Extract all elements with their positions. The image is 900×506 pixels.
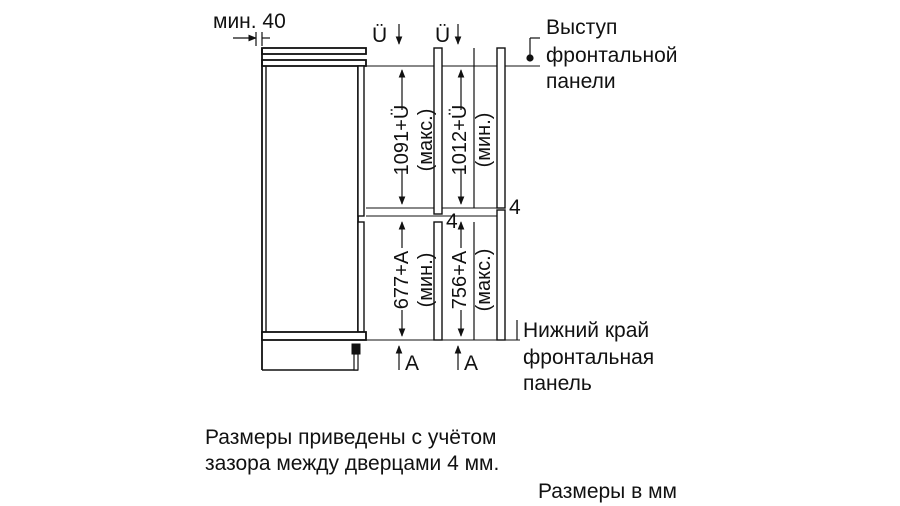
upper-door-panel [357,65,365,217]
svg-text:677+A: 677+A [391,250,413,309]
appliance-side-view [261,47,367,371]
lower-right-dimension-text: 756+A (макс.) [449,249,495,312]
overhang-callout-dot [526,54,534,62]
top-plate [261,47,367,55]
bottom-symbol-right: A [464,352,478,375]
gap-symbol-left: Ü [372,24,387,47]
bottom-symbol-left: A [405,352,419,375]
furniture-door-rails [433,47,506,341]
gap-note-line2: зазора между дверцами 4 мм. [205,452,500,475]
bottom-arrows [395,345,462,370]
min-clearance-dimension [233,32,270,46]
min-clearance-label: мин. 40 [213,10,286,33]
upper-rail [261,59,367,67]
svg-text:(макс.): (макс.) [415,109,437,172]
units-note: Размеры в мм [538,480,677,503]
svg-text:756+A: 756+A [449,250,471,309]
upper-right-dimension-text: 1012+Ü (мин.) [449,105,495,176]
overhang-callout-line1: Выступ [546,16,617,39]
svg-text:(мин.): (мин.) [473,113,495,168]
overhang-callout-line3: панели [546,70,616,93]
gap-arrows-top [395,24,462,45]
upper-dimension-lines [398,48,475,208]
svg-text:1012+Ü: 1012+Ü [449,105,471,176]
overhang-callout-line2: фронтальной [546,44,678,67]
lower-left-dimension-text: 677+A (мин.) [391,250,437,309]
bottom-edge-callout-line2: фронтальная [523,346,654,369]
gap-symbol-right: Ü [435,24,450,47]
door-gap-right: 4 [509,196,521,219]
svg-text:(мин.): (мин.) [415,253,437,308]
lower-furniture-door-left [433,221,443,341]
lower-furniture-door-right [496,209,506,341]
svg-text:(макс.): (макс.) [473,249,495,312]
upper-furniture-door-left [433,47,443,215]
door-gap-left: 4 [446,210,458,233]
lower-dimension-lines [398,221,475,340]
bottom-edge-callout-line3: панель [523,372,592,395]
gap-note-line1: Размеры приведены с учётом [205,426,497,449]
front-foot [351,343,361,355]
lower-door-panel [357,221,365,333]
bottom-edge-callout-line1: Нижний край [523,319,649,342]
svg-text:1091+Ü: 1091+Ü [391,105,413,176]
upper-furniture-door-right [496,47,506,209]
bottom-plinth [261,331,367,341]
front-foot-stem [353,353,359,371]
overhang-callout-leader [526,37,540,62]
upper-left-dimension-text: 1091+Ü (макс.) [391,105,437,176]
